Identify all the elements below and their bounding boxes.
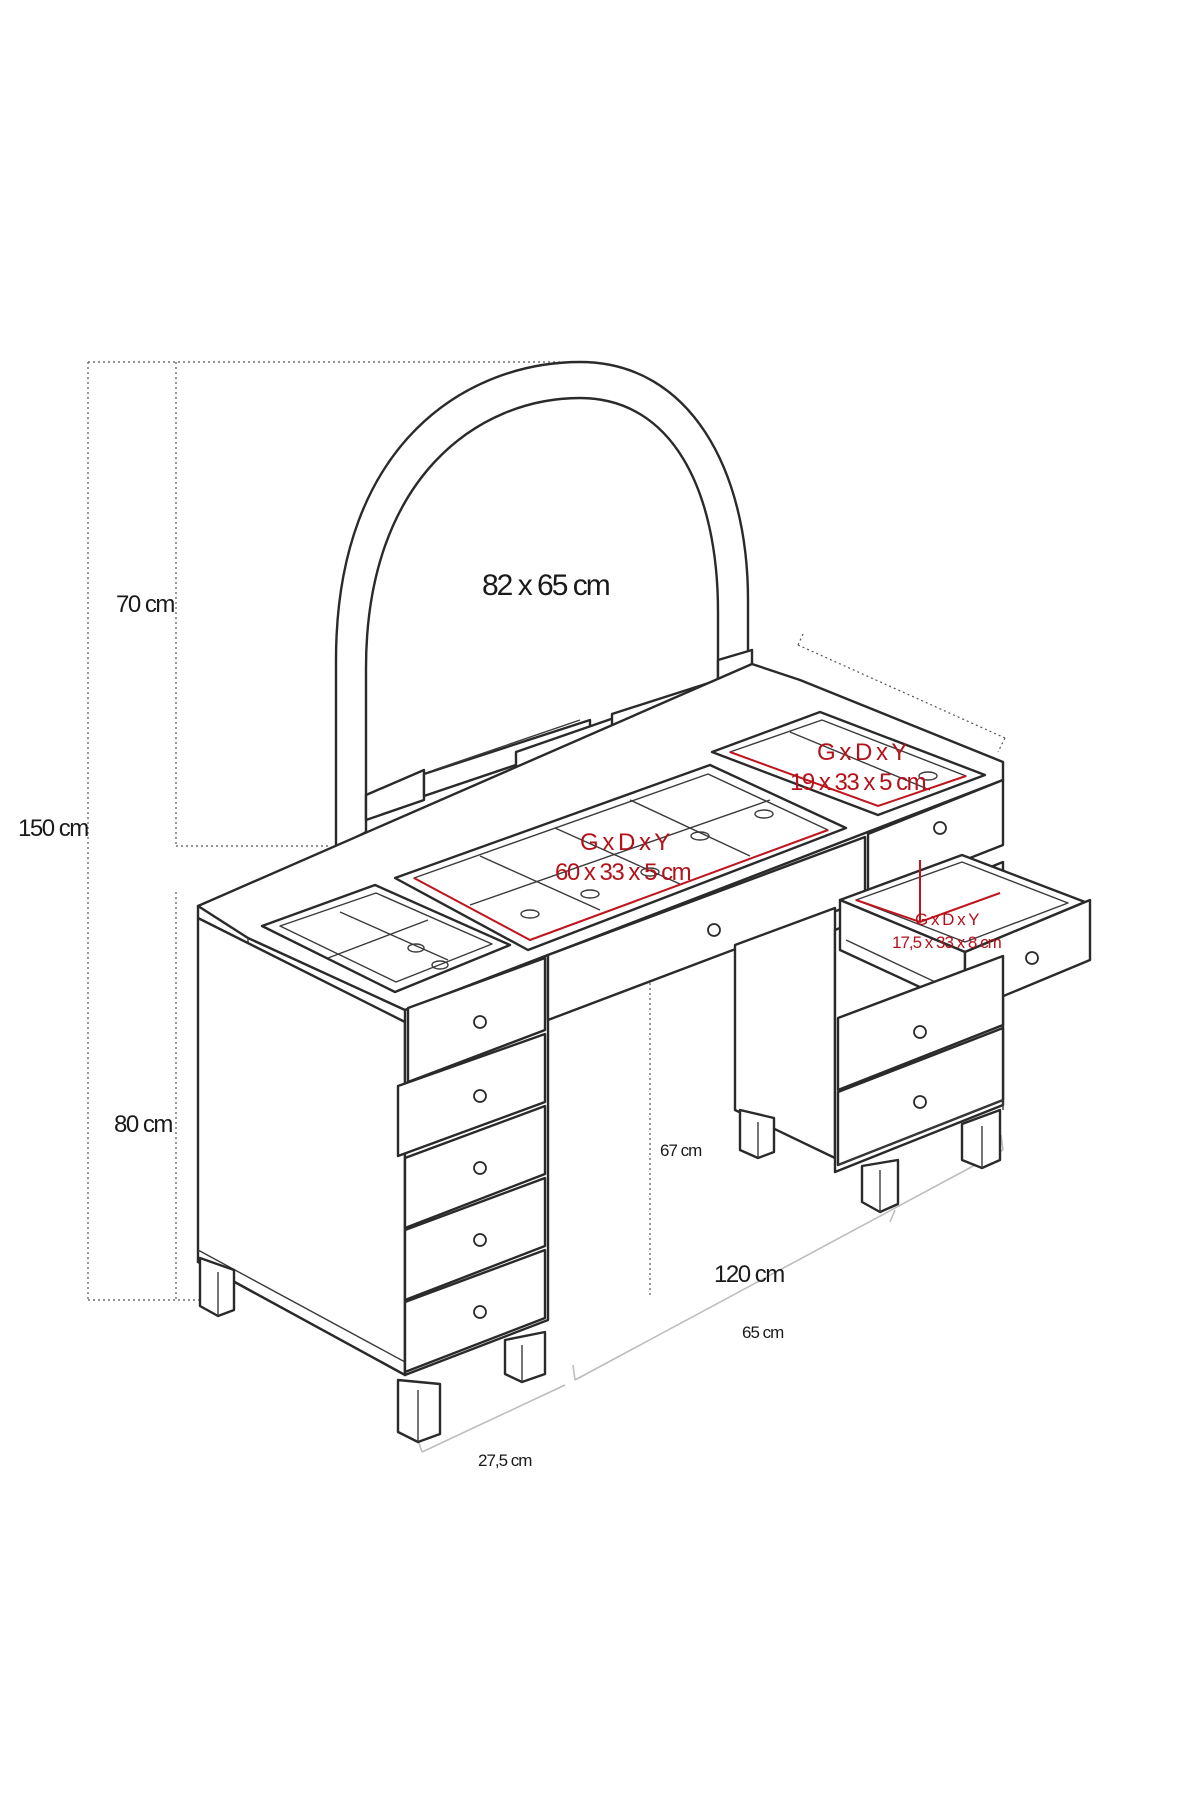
right-legs — [738, 1108, 1002, 1214]
compartment-drawer-header: G x D x Y — [915, 910, 979, 929]
compartment-right-header: G x D x Y — [817, 739, 907, 766]
label-mirror-size: 82 x 65 cm — [482, 569, 610, 602]
labels: 150 cm 70 cm 80 cm 82 x 65 cm 67 cm 120 … — [18, 569, 1003, 1470]
compartment-right-size: 19 x 33 x 5 cm — [790, 769, 926, 796]
compartment-left-header: G x D x Y — [580, 829, 670, 856]
label-width: 120 cm — [714, 1261, 784, 1288]
label-knee-height: 67 cm — [660, 1141, 702, 1160]
label-mirror-height: 70 cm — [116, 591, 174, 618]
right-drawers — [836, 954, 1005, 1167]
label-inner-width: 65 cm — [742, 1323, 784, 1342]
left-legs — [198, 1256, 547, 1444]
top-trays — [260, 710, 987, 994]
label-total-height: 150 cm — [18, 815, 88, 842]
compartment-left-size: 60 x 33 x 5 cm — [555, 859, 691, 886]
label-table-height: 80 cm — [114, 1111, 172, 1138]
left-drawers — [396, 956, 547, 1374]
label-depth: 27,5 cm — [478, 1451, 532, 1470]
red-marks — [413, 751, 967, 942]
dimension-guides — [87, 361, 1006, 1453]
compartment-drawer-size: 17,5 x 33 x 8 cm — [892, 933, 1002, 952]
